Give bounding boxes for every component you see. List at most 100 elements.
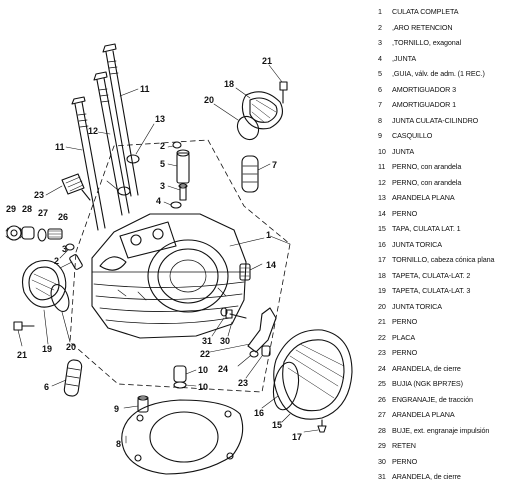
o-ring-20-left — [50, 284, 70, 312]
stud-bolt-11-right — [102, 43, 139, 197]
cylinder-head-1 — [91, 213, 247, 339]
part-number: 13 — [378, 193, 386, 202]
callout-15: 15 — [272, 420, 282, 430]
part-number: 19 — [378, 286, 386, 295]
valve-guide-5 — [176, 149, 190, 184]
callout-30: 30 — [220, 336, 230, 346]
part-description: PLACA — [392, 332, 416, 342]
o-ring-16 — [272, 361, 300, 411]
part-description: ARANDELA, de cierre — [392, 363, 461, 373]
part-description: PERNO — [392, 208, 418, 218]
cover-18 — [241, 91, 283, 130]
callout-2-left: 2 — [54, 256, 59, 266]
parts-list-item: 14 PERNO — [378, 206, 524, 222]
part-number: 10 — [378, 146, 386, 156]
parts-list-item: 13 ARANDELA PLANA — [378, 190, 524, 206]
part-number: 25 — [378, 379, 386, 388]
callout-10-lower: 10 — [198, 382, 208, 392]
callout-22: 22 — [200, 349, 210, 359]
bolt-23 — [261, 345, 271, 357]
part-number: 21 — [378, 317, 386, 326]
callout-18: 18 — [224, 79, 234, 89]
part-number: 2 — [378, 22, 382, 32]
part-number: 23 — [378, 348, 386, 357]
callout-11-left: 11 — [55, 142, 65, 152]
part-description: PERNO — [392, 456, 418, 466]
callout-13-top: 13 — [155, 114, 165, 124]
part-number: 27 — [378, 410, 386, 419]
part-description: TORNILLO, cabeza cónica plana — [392, 255, 495, 264]
parts-list-item: 27 ARANDELA PLANA — [378, 407, 524, 423]
part-number: 24 — [378, 363, 386, 373]
screw-17 — [317, 419, 327, 433]
part-description: RETEN — [392, 441, 416, 450]
callout-21-top: 21 — [262, 56, 272, 66]
part-number: 7 — [378, 100, 382, 109]
exploded-view-diagram: 21 18 20 11 12 13 11 1 5 2 3 4 7 23 29 2… — [5, 43, 353, 475]
part-description: JUNTA TORICA — [392, 239, 442, 249]
part-number: 28 — [378, 425, 386, 435]
callout-4: 4 — [156, 196, 161, 206]
bushing-28 — [21, 226, 35, 240]
leader-lines — [17, 64, 319, 444]
bolt-21-left — [13, 321, 35, 331]
callout-6: 6 — [44, 382, 49, 392]
part-description: JUNTA — [392, 146, 415, 156]
part-number: 30 — [378, 456, 386, 466]
part-description: ,GUIA, válv. de adm. (1 REC.) — [392, 69, 485, 78]
part-description: TAPETA, CULATA-LAT. 3 — [392, 286, 471, 295]
callout-26: 26 — [58, 212, 68, 222]
damper-6 — [63, 359, 83, 397]
part-number: 14 — [378, 208, 386, 218]
damper-7 — [241, 155, 259, 193]
callout-9: 9 — [114, 404, 119, 414]
part-description: ARANDELA PLANA — [392, 410, 455, 419]
part-number: 16 — [378, 239, 386, 249]
part-description: PERNO, con arandela — [392, 162, 462, 171]
part-number: 22 — [378, 332, 386, 342]
washer-27 — [37, 228, 47, 242]
callout-23: 23 — [238, 378, 248, 388]
callout-19: 19 — [42, 344, 52, 354]
callout-31: 31 — [202, 336, 212, 346]
retaining-ring-2-top — [172, 141, 182, 149]
gasket-10-upper — [173, 365, 187, 383]
part-description: ,JUNTA — [392, 53, 417, 63]
assembly-outline-1 — [69, 139, 291, 393]
parts-list-item: 3,TORNILLO, exagonal — [378, 35, 524, 51]
retaining-ring-2-left — [65, 243, 75, 251]
part-description: ,ARO RETENCION — [392, 22, 453, 32]
part-number: 4 — [378, 53, 382, 63]
head-gasket-8 — [121, 399, 244, 475]
washer-13-top — [126, 154, 140, 164]
part-number: 18 — [378, 270, 386, 280]
part-description: ,TORNILLO, exagonal — [392, 38, 462, 47]
part-number: 26 — [378, 394, 386, 404]
part-number: 8 — [378, 115, 382, 125]
callout-25: 23 — [34, 190, 44, 200]
callout-1: 1 — [266, 230, 271, 240]
bolt-3 — [178, 183, 188, 201]
parts-list-item: 7 AMORTIGUADOR 1 — [378, 97, 524, 113]
dowel-9 — [137, 395, 149, 413]
part-description: ARANDELA PLANA — [392, 193, 455, 202]
callout-14: 14 — [266, 260, 276, 270]
part-number: 1 — [378, 7, 382, 16]
callout-21-left: 21 — [17, 350, 27, 360]
part-description: PERNO — [392, 348, 418, 357]
part-description: AMORTIGUADOR 1 — [392, 100, 456, 109]
parts-list-item: 5,GUIA, válv. de adm. (1 REC.) — [378, 66, 524, 82]
parts-list-item: 4 ,JUNTA — [378, 51, 524, 67]
callout-3-top: 3 — [160, 181, 165, 191]
lock-washer-31 — [220, 307, 228, 317]
parts-list-item: 19 TAPETA, CULATA-LAT. 3 — [378, 283, 524, 299]
part-number: 15 — [378, 224, 386, 233]
parts-list-item: 16 JUNTA TORICA — [378, 237, 524, 253]
plate-22 — [247, 307, 277, 353]
